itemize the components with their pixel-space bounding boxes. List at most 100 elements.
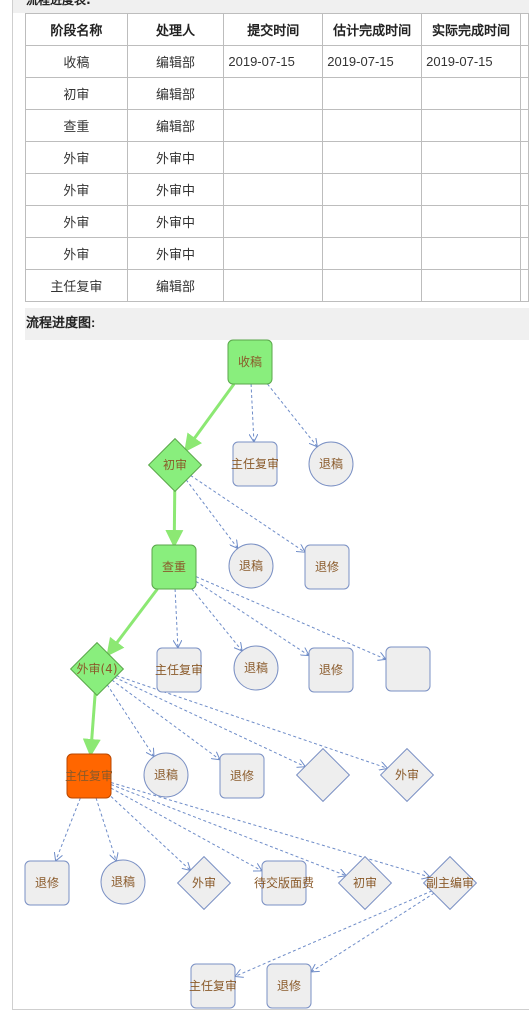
flow-node-label: 退稿 (154, 767, 178, 782)
header-actual-time: 实际完成时间 (421, 13, 521, 46)
flow-node-diamond (422, 855, 478, 911)
flow-node-label: 退修 (35, 875, 59, 890)
cell-actual-time: 2019-07-15 (421, 45, 521, 78)
flow-node-tuigao_1[interactable]: 退稿 (308, 441, 354, 487)
cell-estimated-time (322, 141, 423, 174)
flow-node-blank_diamond[interactable] (295, 747, 351, 803)
flow-edge-waishen-to-waishen_2 (116, 675, 387, 769)
flow-node-zhurenfushen_2[interactable]: 主任复审 (155, 647, 203, 693)
flow-node-chushen[interactable]: 初审 (147, 437, 203, 493)
flow-edge-zhurenfushen_cur-to-waishen_3 (110, 796, 191, 870)
flow-node-fuzhubian[interactable]: 副主编审 (422, 855, 478, 911)
flow-node-tuixiu_3[interactable]: 退修 (219, 753, 265, 799)
flow-node-label: 外审 (395, 767, 419, 782)
header-estimated-time: 估计完成时间 (322, 13, 423, 46)
cell-stage-name: 收稿 (25, 45, 128, 78)
flow-node-waishen_3[interactable]: 外审 (176, 855, 232, 911)
flow-node-label: 主任复审 (65, 768, 113, 783)
flow-node-chushen_2[interactable]: 初审 (337, 855, 393, 911)
flow-node-shougao[interactable]: 收稿 (227, 339, 273, 385)
flow-edge-chazhong-to-waishen (106, 588, 159, 657)
cell-handler: 外审中 (126, 141, 225, 174)
flow-node-zhurenfushen_1[interactable]: 主任复审 (231, 441, 279, 487)
flow-edge-shougao-to-zhurenfushen_1 (251, 383, 254, 442)
flow-node-tuixiu_1[interactable]: 退修 (304, 544, 350, 590)
flow-node-label: 退稿 (319, 456, 343, 471)
cell-stage-name: 外审 (25, 173, 128, 206)
cell-submit-time (223, 109, 324, 142)
flow-node-diamond (337, 855, 393, 911)
flow-node-label: 待交版面费 (254, 875, 314, 890)
flow-node-box (308, 647, 354, 693)
cell-handler: 编辑部 (126, 77, 225, 110)
flow-edge-chazhong-to-tuixiu_2 (195, 581, 309, 655)
flow-node-waishen_2[interactable]: 外审 (379, 747, 435, 803)
flow-edge-shougao-to-tuigao_1 (267, 383, 317, 447)
flow-node-zhurenfushen_3[interactable]: 主任复审 (189, 963, 237, 1009)
flow-node-box (304, 544, 350, 590)
flow-node-box (66, 753, 112, 799)
cell-actual-time (421, 269, 521, 302)
flow-node-label: 主任复审 (231, 456, 279, 471)
flow-node-label: 副主编审 (426, 875, 474, 890)
table-row: 外审外审中 (25, 173, 529, 206)
table-row: 外审外审中 (25, 205, 529, 238)
flow-node-box (156, 647, 202, 693)
cell-actual-time (421, 173, 521, 206)
flow-node-chazhong[interactable]: 查重 (151, 544, 197, 590)
cell-actual-time (421, 109, 521, 142)
cell-submit-time (223, 141, 324, 174)
flow-node-zhurenfushen_cur[interactable]: 主任复审 (65, 753, 113, 799)
flow-node-tuigao_4[interactable]: 退稿 (143, 752, 189, 798)
flow-chart-title: 流程进度图: (25, 308, 529, 340)
flow-node-circle (308, 441, 354, 487)
table-row: 查重编辑部 (25, 109, 529, 142)
flow-node-label: 退修 (230, 768, 254, 783)
flow-node-tuixiu_2[interactable]: 退修 (308, 647, 354, 693)
flow-edge-chazhong-to-tuigao_3 (191, 588, 242, 651)
table-row: 主任复审编辑部 (25, 269, 529, 302)
header-submit-time: 提交时间 (223, 13, 324, 46)
flow-edge-zhurenfushen_cur-to-tuigao_5 (95, 797, 116, 861)
flow-node-label: 外审(4) (77, 661, 118, 676)
table-header-row: 阶段名称 处理人 提交时间 估计完成时间 实际完成时间 (25, 13, 529, 46)
flow-node-label: 退稿 (244, 660, 268, 675)
cell-handler: 外审中 (126, 237, 225, 270)
flow-node-circle (228, 543, 274, 589)
flow-node-blank_rect[interactable] (385, 646, 431, 692)
flow-node-label: 退修 (315, 559, 339, 574)
cell-estimated-time (322, 269, 423, 302)
cell-handler: 外审中 (126, 205, 225, 238)
flow-node-box (219, 753, 265, 799)
flow-node-waishen[interactable]: 外审(4) (69, 641, 125, 697)
flow-node-diamond (69, 641, 125, 697)
flow-edges (56, 383, 435, 977)
flow-node-tuigao_3[interactable]: 退稿 (233, 645, 279, 691)
flow-node-label: 初审 (163, 457, 187, 472)
cell-submit-time (223, 77, 324, 110)
flow-node-tuixiu_4[interactable]: 退修 (24, 860, 70, 906)
flow-edge-shougao-to-chushen (184, 383, 236, 453)
flow-node-diamond (295, 747, 351, 803)
flow-node-label: 退修 (277, 978, 301, 993)
cell-submit-time (223, 173, 324, 206)
flow-node-tuigao_5[interactable]: 退稿 (100, 859, 146, 905)
flow-node-label: 初审 (353, 875, 377, 890)
flow-edge-fuzhubian-to-tuixiu_5 (311, 892, 435, 972)
flow-edge-zhurenfushen_cur-to-chushen_2 (110, 784, 346, 876)
flow-node-daijiao[interactable]: 待交版面费 (254, 860, 314, 906)
cell-handler: 编辑部 (126, 109, 225, 142)
cell-stage-name: 外审 (25, 237, 128, 270)
flow-edge-chazhong-to-blank_rect (195, 576, 386, 660)
flow-node-circle (233, 645, 279, 691)
flow-node-tuixiu_5[interactable]: 退修 (266, 963, 312, 1009)
flow-edge-fuzhubian-to-zhurenfushen_3 (235, 890, 433, 977)
flow-node-diamond (147, 437, 203, 493)
flow-node-box (261, 860, 307, 906)
flow-node-tuigao_2[interactable]: 退稿 (228, 543, 274, 589)
table-row: 外审外审中 (25, 237, 529, 270)
